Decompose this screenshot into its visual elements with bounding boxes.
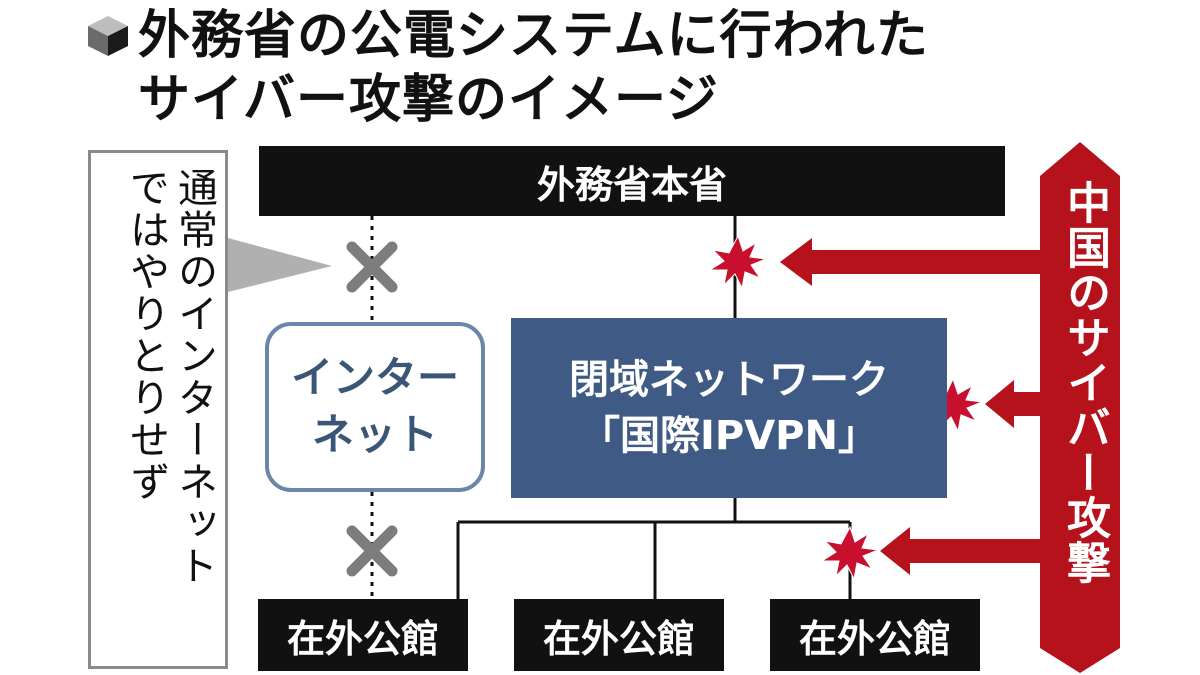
closed-network-label-line1: 閉域ネットワーク	[569, 357, 889, 403]
internet-box: インター ネット	[265, 322, 485, 492]
closed-network-label-line2: 「国際IPVPN」	[580, 413, 878, 459]
embassy-box: 在外公館	[514, 599, 724, 671]
embassy-box: 在外公館	[258, 599, 468, 671]
internet-label-line1: インター	[290, 353, 459, 403]
arrow-left-icon	[880, 527, 1040, 575]
cube-icon	[88, 16, 128, 56]
internet-label-line2: ネット	[311, 410, 438, 459]
hq-bar: 外務省本省	[259, 146, 1005, 216]
note-text-col2: ではやりとりせず	[123, 167, 169, 503]
burst-icon	[820, 525, 879, 581]
closed-network-box: 閉域ネットワーク 「国際IPVPN」	[511, 318, 947, 498]
note-callout-pointer	[228, 238, 332, 292]
note-text-col1: 通常のインターネット	[171, 167, 217, 587]
attack-label: 中国のサイバー攻撃	[1059, 180, 1110, 585]
arrow-left-icon	[985, 380, 1040, 428]
burst-icon	[708, 234, 767, 290]
diagram-title-line1: 外務省の公電システムに行われた	[138, 6, 929, 66]
note-box: 通常のインターネット ではやりとりせず	[88, 150, 228, 669]
diagram-title-line2: サイバー攻撃のイメージ	[138, 70, 719, 130]
arrow-left-icon	[780, 238, 1040, 286]
embassy-box: 在外公館	[770, 599, 980, 671]
attack-band	[1040, 142, 1120, 673]
blocked-x-icon	[346, 525, 398, 577]
blocked-x-icon	[346, 241, 398, 293]
